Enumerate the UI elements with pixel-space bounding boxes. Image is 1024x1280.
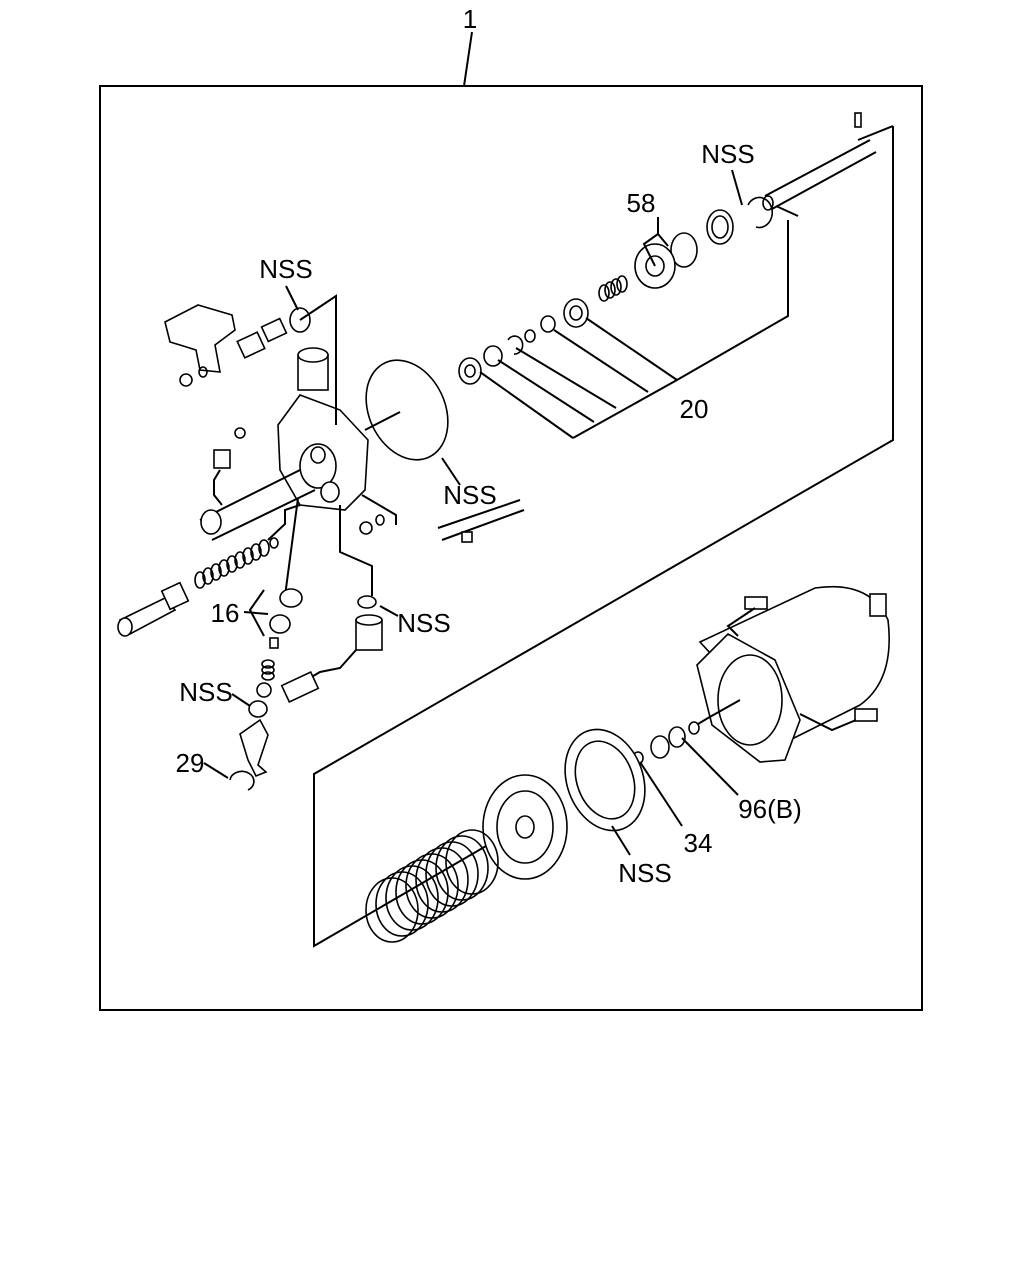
- kit-boundary-top: [857, 125, 894, 141]
- label-nss-mid: NSS: [397, 608, 450, 638]
- label-nss-oring: NSS: [443, 480, 496, 510]
- label-part-29: 29: [176, 748, 205, 778]
- assembly-leader: [463, 31, 473, 87]
- gasket-icon: [696, 633, 801, 763]
- seal-ring-icon: [564, 728, 646, 832]
- elbow-fitting-icon: [239, 718, 269, 778]
- push-rod: [762, 112, 877, 217]
- part-20-leaders: [479, 220, 789, 439]
- housing-icon: [698, 585, 890, 741]
- label-part-20: 20: [680, 394, 709, 424]
- spring-long-icon: [194, 539, 270, 589]
- cap-icon: [297, 347, 329, 391]
- label-assembly: 1: [463, 4, 477, 34]
- label-part-58: 58: [627, 188, 656, 218]
- plunger-icon: [117, 581, 190, 637]
- label-nss-left: NSS: [179, 677, 232, 707]
- kit-boundary: [313, 126, 894, 948]
- washer-icon: [706, 209, 734, 245]
- spring-valve-icon: [261, 659, 275, 681]
- label-nss-top-right: NSS: [701, 139, 754, 169]
- label-part-96b: 96(B): [738, 794, 802, 824]
- valve-seat-icon: [563, 298, 589, 328]
- label-nss-bottom: NSS: [618, 858, 671, 888]
- valve-body-icon: [199, 394, 369, 541]
- label-nss-top-left: NSS: [259, 254, 312, 284]
- snap-ring-icon: [747, 196, 774, 229]
- diaphragm-plate-icon: [482, 774, 568, 880]
- o-ring-icon: [670, 232, 698, 268]
- main-spring-icon: [365, 829, 499, 943]
- sensor-icon: [280, 614, 383, 703]
- label-part-16: 16: [211, 598, 240, 628]
- label-part-34: 34: [684, 828, 713, 858]
- part-58-leader: [642, 217, 659, 267]
- spring-small-icon: [598, 275, 628, 302]
- assembly-frame: [99, 85, 923, 1011]
- bracket-icon: [164, 304, 236, 373]
